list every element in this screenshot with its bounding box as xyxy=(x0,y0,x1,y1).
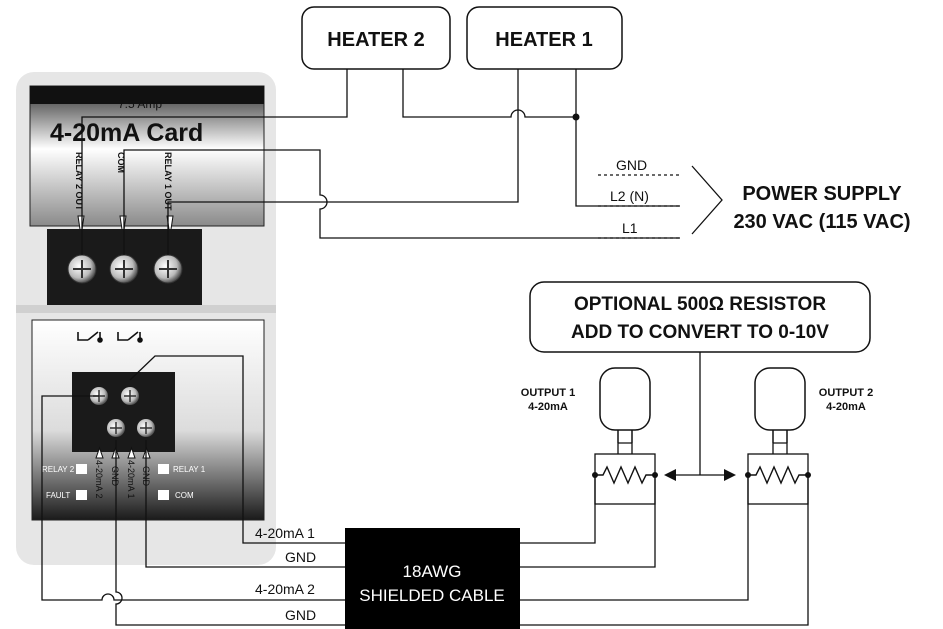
led-com xyxy=(158,490,169,500)
card-title: 4-20mA Card xyxy=(50,119,203,147)
relay-contact-icons xyxy=(77,331,143,343)
wire-label-4-20ma-2: 4-20mA 2 xyxy=(255,581,315,597)
screw-lower-4 xyxy=(137,419,155,437)
heater-1: HEATER 1 xyxy=(466,6,623,70)
junction-node-l2 xyxy=(572,113,580,121)
svg-text:OUTPUT 2: OUTPUT 2 xyxy=(819,387,873,399)
supply-l1-label: L1 xyxy=(622,220,638,236)
led-label-fault: FAULT xyxy=(46,491,70,500)
wire-label-gnd-2: GND xyxy=(285,607,316,623)
wire-label-gnd-1: GND xyxy=(285,549,316,565)
led-label-com: COM xyxy=(175,491,194,500)
screw-relay1-out xyxy=(153,254,183,284)
resistor-note-line2: ADD TO CONVERT TO 0-10V xyxy=(571,322,829,343)
output-1: OUTPUT 1 4-20mA xyxy=(521,367,658,505)
output-2-resistor-box xyxy=(747,453,809,505)
shielded-cable-box: 18AWG SHIELDED CABLE xyxy=(345,528,520,629)
label-gnd-a: GND xyxy=(110,466,120,487)
output-1-resistor-box xyxy=(594,453,656,505)
wire-label-4-20ma-1: 4-20mA 1 xyxy=(255,525,315,541)
svg-text:4-20mA: 4-20mA xyxy=(528,401,568,413)
svg-text:COM: COM xyxy=(116,152,126,173)
lower-terminal-block xyxy=(72,372,175,452)
card-4-20ma: 7.5 Amp 4-20mA Card RELAY 2 OUT COM RELA… xyxy=(16,72,276,565)
screw-lower-2 xyxy=(121,387,139,405)
cable-gauge: 18AWG xyxy=(403,562,462,581)
power-supply-voltage: 230 VAC (115 VAC) xyxy=(733,211,910,233)
resistor-note-box: OPTIONAL 500Ω RESISTOR ADD TO CONVERT TO… xyxy=(529,281,871,353)
svg-text:OUTPUT 1: OUTPUT 1 xyxy=(521,387,575,399)
led-relay1 xyxy=(158,464,169,474)
card-divider xyxy=(16,305,276,313)
power-supply-title: POWER SUPPLY xyxy=(742,183,902,205)
cable-type: SHIELDED CABLE xyxy=(359,586,505,605)
card-amp-rating: 7.5 Amp xyxy=(118,97,162,111)
output-2-device xyxy=(754,367,806,431)
output-1-device xyxy=(599,367,651,431)
signal-wiring xyxy=(41,355,809,626)
resistor-note-line1: OPTIONAL 500Ω RESISTOR xyxy=(574,294,826,315)
label-4-20ma-2: 4-20mA 2 xyxy=(94,460,104,499)
output-2-resistor xyxy=(748,465,808,485)
screw-relay2-out xyxy=(67,254,97,284)
output-2: OUTPUT 2 4-20mA xyxy=(745,367,873,505)
led-label-relay1: RELAY 1 xyxy=(173,465,206,474)
supply-gnd-label: GND xyxy=(616,157,647,173)
led-fault xyxy=(76,490,87,500)
led-relay2 xyxy=(76,464,87,474)
svg-text:4-20mA: 4-20mA xyxy=(826,401,866,413)
svg-text:RELAY 1 OUT: RELAY 1 OUT xyxy=(163,152,173,211)
resistor-double-arrow xyxy=(664,469,736,481)
terminal-label-relay2-out: RELAY 2 OUT xyxy=(74,152,84,211)
label-4-20ma-1: 4-20mA 1 xyxy=(126,460,136,499)
card-top-panel xyxy=(29,85,265,227)
svg-text:RELAY 2 OUT: RELAY 2 OUT xyxy=(74,152,84,211)
screw-com xyxy=(109,254,139,284)
terminal-label-com: COM xyxy=(116,152,126,173)
card-top-black-strip xyxy=(30,86,264,104)
supply-chevron xyxy=(691,165,723,235)
terminal-label-relay1-out: RELAY 1 OUT xyxy=(163,152,173,211)
supply-dashes xyxy=(598,174,680,239)
output-1-resistor xyxy=(595,465,655,485)
heater-1-label: HEATER 1 xyxy=(495,29,592,51)
heater-2-label: HEATER 2 xyxy=(327,29,424,51)
supply-l2-label: L2 (N) xyxy=(610,188,649,204)
led-label-relay2: RELAY 2 xyxy=(42,465,75,474)
heater-2: HEATER 2 xyxy=(301,6,451,70)
screw-lower-3 xyxy=(107,419,125,437)
